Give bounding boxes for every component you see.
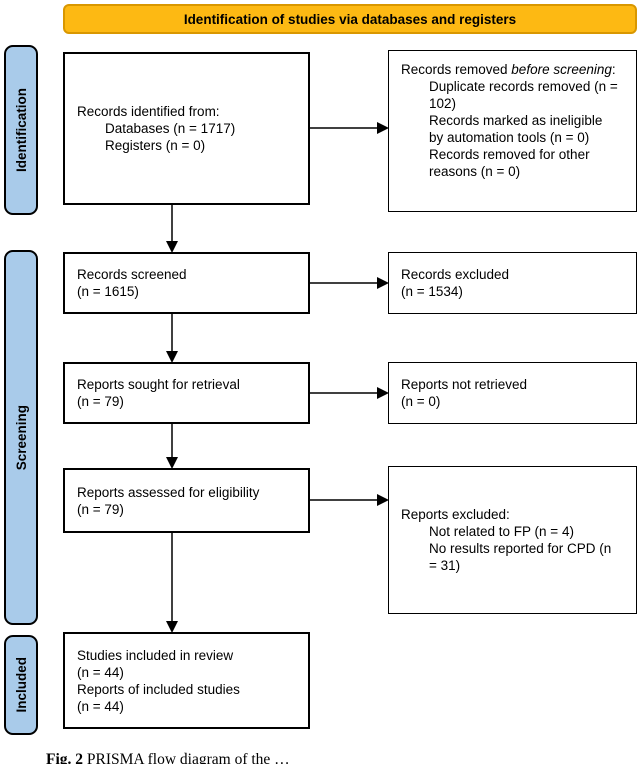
box-reports-not-retrieved: Reports not retrieved (n = 0) <box>388 362 637 424</box>
figure-caption-number: Fig. 2 <box>46 751 84 764</box>
records-removed-automation: Records marked as ineligible by automati… <box>429 113 603 145</box>
stage-label-screening-text: Screening <box>13 404 29 471</box>
records-excluded-line1: Records excluded <box>401 267 510 282</box>
stage-label-included-text: Included <box>13 657 29 713</box>
records-identified-databases: Databases (n = 1717) <box>105 121 236 136</box>
box-records-removed: Records removed before screening: Duplic… <box>388 50 637 212</box>
studies-included-line1: Studies included in review <box>77 647 234 663</box>
reports-sought-line1: Reports sought for retrieval <box>77 377 240 392</box>
reports-assessed-line1: Reports assessed for eligibility <box>77 484 260 500</box>
records-removed-duplicates: Duplicate records removed (n = 102) <box>429 79 618 111</box>
stage-label-screening: Screening <box>4 250 38 625</box>
arrow-assessed-to-reportsexcluded <box>310 494 389 506</box>
arrow-identified-to-screened <box>166 205 178 253</box>
arrow-screened-to-excluded <box>310 277 389 289</box>
figure-caption: Fig. 2 PRISMA flow diagram of the … <box>46 750 606 764</box>
reports-excluded-not-fp: Not related to FP (n = 4) <box>429 524 574 539</box>
records-screened-line2: (n = 1615) <box>77 284 139 299</box>
banner-identification-via-databases: Identification of studies via databases … <box>63 4 637 34</box>
arrow-screened-to-sought <box>166 314 178 363</box>
box-reports-sought: Reports sought for retrieval (n = 79) <box>63 362 310 424</box>
records-removed-header: Records removed before screening: <box>401 62 616 77</box>
banner-title: Identification of studies via databases … <box>183 11 517 27</box>
records-screened-line1: Records screened <box>77 267 187 282</box>
reports-not-retrieved-line1: Reports not retrieved <box>401 377 528 392</box>
studies-included-line2: (n = 44) <box>77 664 124 680</box>
records-removed-other: Records removed for other reasons (n = 0… <box>429 147 590 179</box>
records-identified-registers: Registers (n = 0) <box>105 138 206 153</box>
studies-included-line3: Reports of included studies <box>77 681 240 697</box>
records-identified-header: Records identified from: <box>77 104 220 119</box>
reports-not-retrieved-line2: (n = 0) <box>401 394 441 409</box>
reports-sought-line2: (n = 79) <box>77 394 124 409</box>
arrow-sought-to-assessed <box>166 424 178 469</box>
stage-label-identification-text: Identification <box>13 88 29 172</box>
figure-caption-text: PRISMA flow diagram of the … <box>86 751 290 764</box>
stage-label-included: Included <box>4 635 38 735</box>
box-records-excluded: Records excluded (n = 1534) <box>388 252 637 314</box>
box-studies-included: Studies included in review (n = 44) Repo… <box>63 632 310 729</box>
arrow-identified-to-removed <box>310 122 389 134</box>
studies-included-line4: (n = 44) <box>77 698 124 714</box>
reports-excluded-no-cpd: No results reported for CPD (n = 31) <box>429 541 612 573</box>
box-records-screened: Records screened (n = 1615) <box>63 252 310 314</box>
stage-label-identification: Identification <box>4 45 38 215</box>
box-reports-excluded: Reports excluded: Not related to FP (n =… <box>388 466 637 614</box>
box-reports-assessed: Reports assessed for eligibility (n = 79… <box>63 468 310 533</box>
reports-excluded-header: Reports excluded: <box>401 507 510 522</box>
records-excluded-line2: (n = 1534) <box>401 284 463 299</box>
reports-assessed-line2: (n = 79) <box>77 501 124 517</box>
arrow-sought-to-notretrieved <box>310 387 389 399</box>
box-records-identified: Records identified from: Databases (n = … <box>63 52 310 205</box>
arrow-assessed-to-included <box>166 533 178 633</box>
